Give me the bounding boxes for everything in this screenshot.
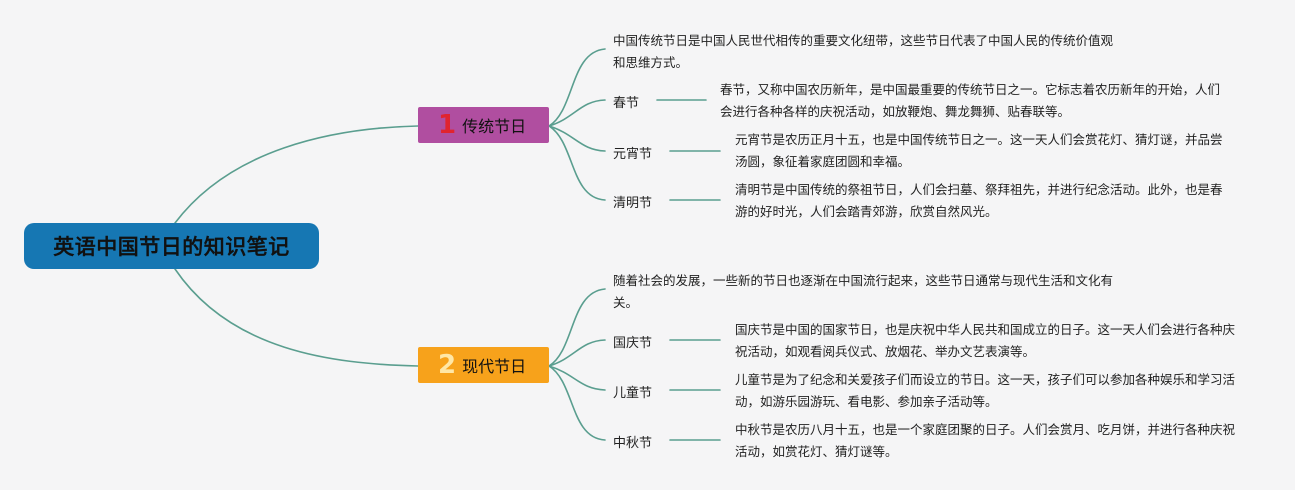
branch2-item-label: 儿童节 <box>613 386 653 401</box>
connector-root-branch1 <box>174 125 419 224</box>
connector-b2-item3 <box>548 365 606 441</box>
branch-label: 现代节日 <box>462 357 527 376</box>
connector-b1-item2 <box>548 125 606 152</box>
branch1-item-desc: 清明节是中国传统的祭祖节日，人们会扫墓、祭拜祖先，并进行纪念活动。此外，也是春游… <box>735 182 1223 219</box>
branch2-item-desc: 儿童节是为了纪念和关爱孩子们而设立的节日。这一天，孩子们可以参加各种娱乐和学习活… <box>735 372 1236 409</box>
branch1-item-label: 春节 <box>613 96 640 111</box>
connector-b1-item1 <box>548 99 606 127</box>
branch1-item-desc: 春节，又称中国农历新年，是中国最重要的传统节日之一。它标志着农历新年的开始，人们… <box>720 82 1221 119</box>
connector-b2-item2 <box>548 365 606 391</box>
connector-b1-intro <box>548 48 606 127</box>
branch1-item-desc: 元宵节是农历正月十五，也是中国传统节日之一。这一天人们会赏花灯、猜灯谜，并品尝汤… <box>735 132 1223 169</box>
branch1-item-label: 清明节 <box>613 196 653 211</box>
branch-number-badge: 2 <box>438 350 457 380</box>
branch-label: 传统节日 <box>462 117 527 136</box>
branch2-intro: 随着社会的发展，一些新的节日也逐渐在中国流行起来，这些节日通常与现代生活和文化有… <box>613 273 1114 310</box>
connector-b1-item3 <box>548 125 606 201</box>
branch1-item-label: 元宵节 <box>613 147 653 162</box>
connector-b2-intro <box>548 288 606 367</box>
root-title: 英语中国节日的知识笔记 <box>53 235 290 259</box>
connector-b2-item1 <box>548 339 606 367</box>
root-node[interactable]: 英语中国节日的知识笔记 <box>24 223 319 269</box>
branch-node-traditional[interactable]: 1 传统节日 <box>418 107 549 143</box>
branch-node-modern[interactable]: 2 现代节日 <box>418 347 549 383</box>
branch2-item-label: 国庆节 <box>613 336 653 351</box>
branch2-item-label: 中秋节 <box>613 436 653 451</box>
connector-root-branch2 <box>174 268 419 367</box>
branch1-intro: 中国传统节日是中国人民世代相传的重要文化纽带，这些节日代表了中国人民的传统价值观… <box>613 33 1114 70</box>
branch-number-badge: 1 <box>438 110 457 140</box>
branch2-item-desc: 中秋节是农历八月十五，也是一个家庭团聚的日子。人们会赏月、吃月饼，并进行各种庆祝… <box>735 422 1236 459</box>
branch2-item-desc: 国庆节是中国的国家节日，也是庆祝中华人民共和国成立的日子。这一天人们会进行各种庆… <box>735 322 1236 359</box>
